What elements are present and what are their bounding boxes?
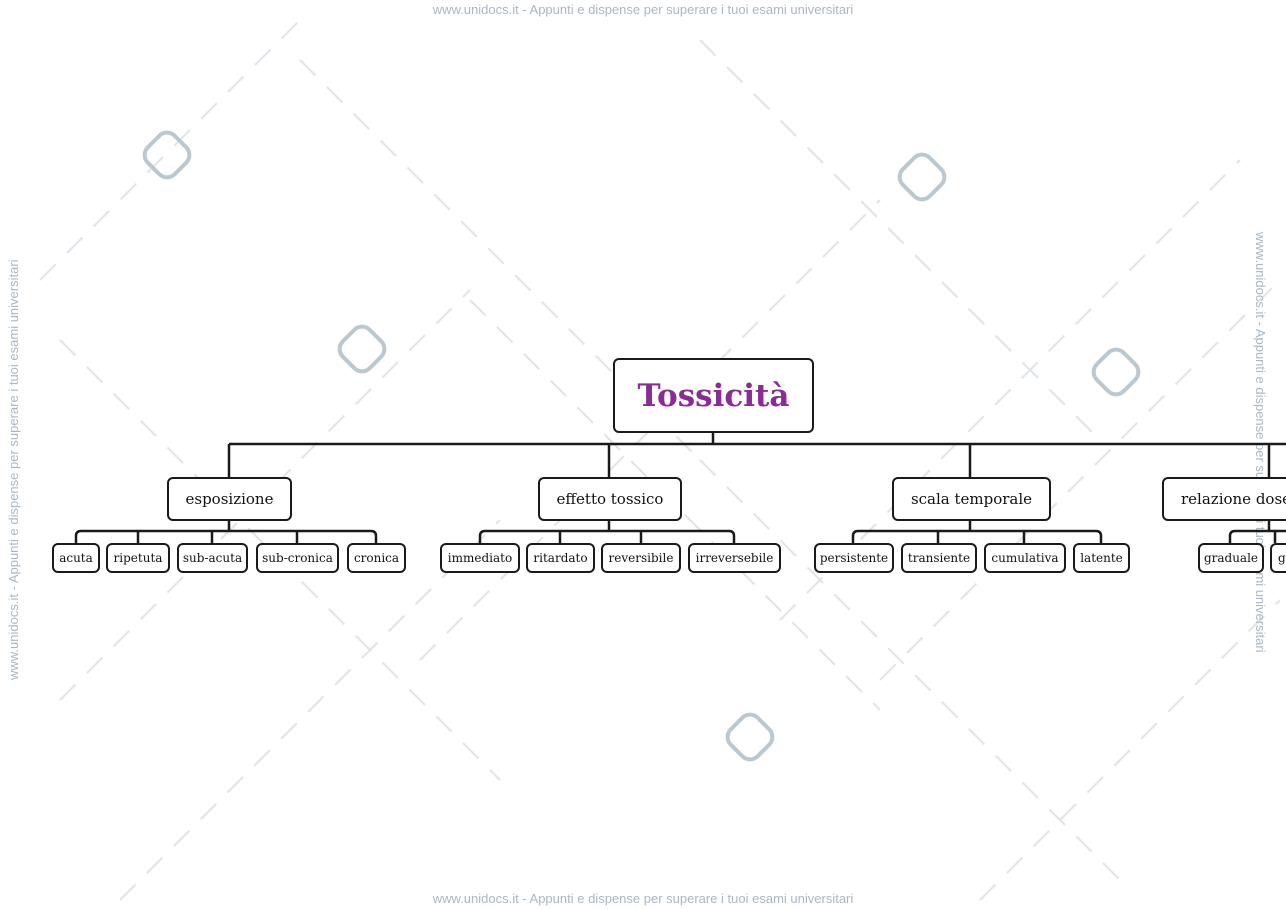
branch-esposizione-node[interactable]: esposizione xyxy=(167,477,292,521)
leaf-cumulativa[interactable]: cumulativa xyxy=(984,543,1066,573)
leaf-transiente[interactable]: transiente xyxy=(901,543,977,573)
leaf-reversibile[interactable]: reversibile xyxy=(601,543,681,573)
leaf-persistente[interactable]: persistente xyxy=(814,543,894,573)
leaf-acuta[interactable]: acuta xyxy=(52,543,100,573)
root-topic-node[interactable]: Tossicità xyxy=(613,358,814,433)
leaf-g[interactable]: g xyxy=(1270,543,1286,573)
leaf-ritardato[interactable]: ritardato xyxy=(526,543,595,573)
leaf-sub-acuta[interactable]: sub-acuta xyxy=(177,543,248,573)
leaf-immediato[interactable]: immediato xyxy=(440,543,520,573)
watermark-bottom-text: www.unidocs.it - Appunti e dispense per … xyxy=(432,891,854,906)
leaf-latente[interactable]: latente xyxy=(1073,543,1130,573)
leaf-sub-cronica[interactable]: sub-cronica xyxy=(256,543,339,573)
leaf-ripetuta[interactable]: ripetuta xyxy=(106,543,170,573)
leaf-irreversebile[interactable]: irreversebile xyxy=(688,543,781,573)
leaf-graduale[interactable]: graduale xyxy=(1198,543,1264,573)
watermark-top-text: www.unidocs.it - Appunti e dispense per … xyxy=(432,2,854,17)
leaf-cronica[interactable]: cronica xyxy=(347,543,406,573)
branch-relazione-dose-node[interactable]: relazione dose xyxy=(1162,477,1286,521)
branch-effetto-tossico-node[interactable]: effetto tossico xyxy=(538,477,682,521)
branch-scala-temporale-node[interactable]: scala temporale xyxy=(892,477,1051,521)
